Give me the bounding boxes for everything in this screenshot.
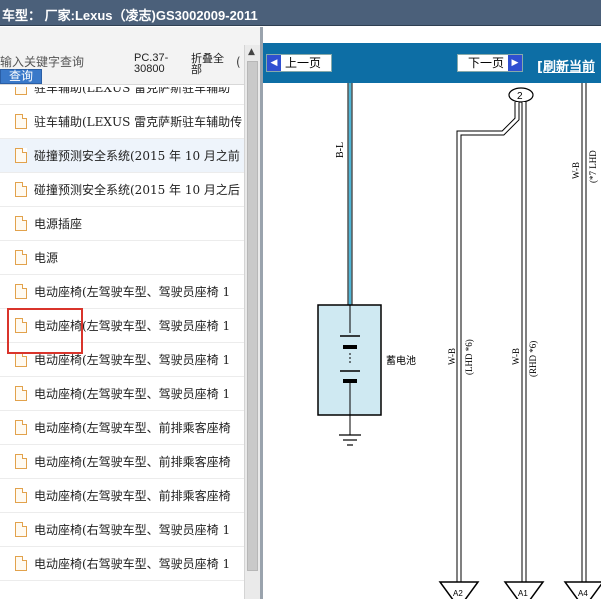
connector-2-label: 2 <box>517 91 523 102</box>
note-rhd: (RHD *6) <box>528 341 538 377</box>
document-icon <box>15 420 27 435</box>
document-icon <box>15 114 27 129</box>
scroll-up-arrow-icon[interactable]: ▲ <box>248 47 255 57</box>
document-icon <box>15 522 27 537</box>
battery-label: 蓄电池 <box>386 354 416 367</box>
title-bar: 车型： 厂家:Lexus（凌志)GS3002009-2011 <box>0 0 601 26</box>
list-item[interactable]: 电动座椅(左驾驶车型、驾驶员座椅 1 <box>0 309 244 343</box>
pane-splitter[interactable] <box>260 27 263 599</box>
document-icon <box>15 454 27 469</box>
battery-symbol <box>340 305 360 415</box>
list-item[interactable]: 电动座椅(左驾驶车型、前排乘客座椅 <box>0 445 244 479</box>
document-icon <box>15 216 27 231</box>
prev-page-button[interactable]: ◀上一页 <box>266 54 332 72</box>
list-item[interactable]: 电动座椅(左驾驶车型、驾驶员座椅 1 <box>0 275 244 309</box>
list-item[interactable]: 电动座椅(左驾驶车型、驾驶员座椅 1 <box>0 343 244 377</box>
search-toolbar: 查询 PC.37-30800 折叠全部 ( <box>0 27 260 85</box>
list-item[interactable]: 碰撞预测安全系统(2015 年 10 月之前 <box>0 139 244 173</box>
refresh-link[interactable]: [刷新当前 <box>537 60 595 75</box>
document-icon <box>15 148 27 163</box>
pc-code-label: PC.37-30800 <box>134 52 169 75</box>
diagram-nav-bar: ◀上一页 下一页▶ [刷新当前 <box>263 43 601 83</box>
scrollbar-thumb[interactable] <box>247 61 258 571</box>
list-item[interactable]: 电动座椅(右驾驶车型、驾驶员座椅 1 <box>0 547 244 581</box>
wire-w-b-a2 <box>456 102 520 583</box>
document-icon <box>15 556 27 571</box>
document-icon <box>15 182 27 197</box>
clipped-tab: ( <box>236 55 241 69</box>
note-7: (*7 LHD <box>588 150 598 183</box>
wire-b-l <box>347 83 353 305</box>
note-lhd: (LHD *6) <box>464 339 474 375</box>
list-item[interactable]: 电动座椅(左驾驶车型、前排乘客座椅 <box>0 411 244 445</box>
next-page-button[interactable]: 下一页▶ <box>457 54 523 72</box>
wire-label-w-b-2: W-B <box>511 348 521 365</box>
title-text: 车型： 厂家:Lexus（凌志)GS3002009-2011 <box>2 8 258 23</box>
list-item[interactable]: 驻车辅助(LEXUS 雷克萨斯驻车辅助 <box>0 87 244 105</box>
ground-a4-icon <box>563 581 601 599</box>
list-item[interactable]: 电动座椅(右驾驶车型、驾驶员座椅 1 <box>0 513 244 547</box>
list-item[interactable]: 电动座椅(左驾驶车型、驾驶员座椅 1 <box>0 377 244 411</box>
ground-a1-icon <box>503 581 545 599</box>
document-list: 驻车辅助(LEXUS 雷克萨斯驻车辅助 驻车辅助(LEXUS 雷克萨斯驻车辅助传… <box>0 87 244 599</box>
list-item[interactable]: 驻车辅助(LEXUS 雷克萨斯驻车辅助传 <box>0 105 244 139</box>
document-icon <box>15 250 27 265</box>
selection-highlight-box <box>7 308 83 354</box>
arrow-right-icon: ▶ <box>508 55 522 71</box>
list-scrollbar[interactable]: ▲ <box>244 45 260 599</box>
ground-a2-label: A2 <box>453 589 463 598</box>
list-item[interactable]: 电源插座 <box>0 207 244 241</box>
ground-a4-label: A4 <box>578 589 588 598</box>
list-item-selected[interactable]: 电源 <box>0 241 244 275</box>
arrow-left-icon: ◀ <box>267 55 281 71</box>
document-icon <box>15 386 27 401</box>
search-button[interactable]: 查询 <box>0 69 42 84</box>
battery-ground-icon <box>339 415 361 446</box>
document-icon <box>15 352 27 367</box>
ground-a1-label: A1 <box>518 589 528 598</box>
document-icon <box>15 318 27 333</box>
document-icon <box>15 284 27 299</box>
list-item[interactable]: 电动座椅(左驾驶车型、前排乘客座椅 <box>0 479 244 513</box>
wire-label-w-b-1: W-B <box>447 348 457 365</box>
left-panel: 查询 PC.37-30800 折叠全部 ( 驻车辅助(LEXUS 雷克萨斯驻车辅… <box>0 27 260 599</box>
wire-label-b-l: B-L <box>335 142 346 158</box>
diagram-panel: ◀上一页 下一页▶ [刷新当前 B-L 蓄电池 <box>263 43 601 599</box>
list-item[interactable]: 碰撞预测安全系统(2015 年 10 月之后 <box>0 173 244 207</box>
wiring-diagram: B-L 蓄电池 2 <box>317 83 601 599</box>
collapse-all-button[interactable]: 折叠全部 <box>191 52 224 76</box>
document-icon <box>15 87 27 95</box>
connector-2-symbol <box>508 87 534 103</box>
ground-a2-icon <box>438 581 480 599</box>
wire-label-w-b-3: W-B <box>571 162 581 179</box>
document-icon <box>15 488 27 503</box>
search-input[interactable] <box>0 53 130 71</box>
